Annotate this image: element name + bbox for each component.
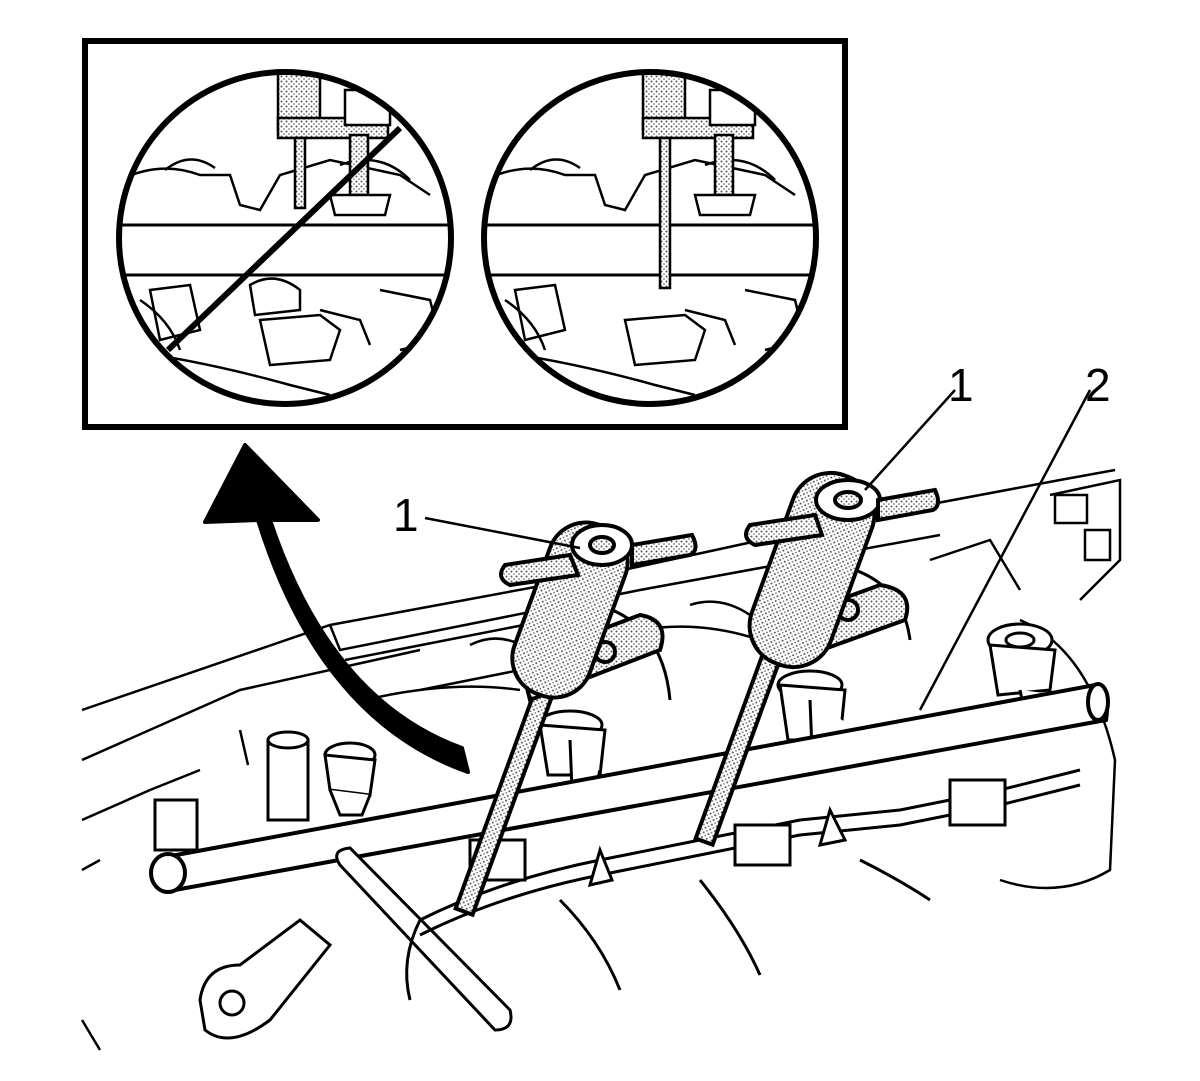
injector-1	[323, 741, 377, 817]
leader-line-2	[918, 389, 1092, 711]
callout-1-left: 1	[393, 489, 419, 541]
injectors	[323, 622, 1064, 817]
leader-lines	[424, 389, 1092, 711]
fuel-rail	[149, 682, 1110, 1040]
curved-arrow-icon	[203, 443, 470, 774]
tool-right	[693, 470, 940, 848]
leader-line-1-right	[864, 389, 956, 491]
inset-view-incorrect	[116, 69, 454, 407]
prohibited-slash-icon	[165, 125, 403, 353]
callout-1-right: 1	[948, 359, 974, 411]
tool-left	[453, 520, 698, 918]
leader-line-1-left	[424, 516, 581, 550]
callout-2: 2	[1085, 359, 1111, 411]
inset-view-correct	[481, 69, 819, 407]
inset-panel	[82, 38, 848, 430]
